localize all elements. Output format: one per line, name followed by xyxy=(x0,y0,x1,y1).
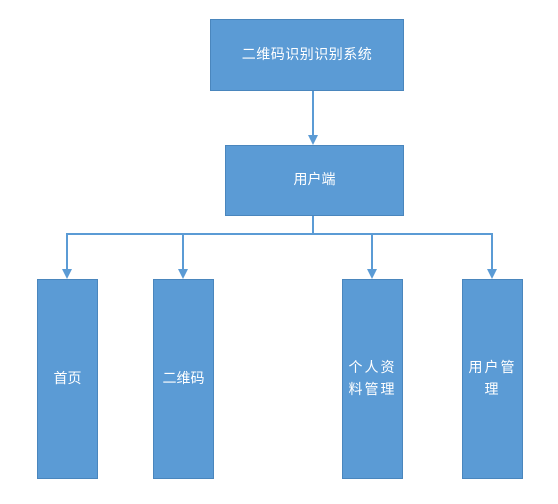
user-end-node: 用户端 xyxy=(225,145,404,216)
child-node-profile-management-label: 个人资料管理 xyxy=(348,359,397,398)
child-node-home-label: 首页 xyxy=(53,370,82,387)
child-node-profile-management: 个人资料管理 xyxy=(342,279,403,479)
user-end-label: 用户端 xyxy=(293,172,336,189)
child-node-user-management: 用户管理 xyxy=(462,279,523,479)
child-node-home: 首页 xyxy=(37,279,98,479)
child-node-qrcode: 二维码 xyxy=(153,279,214,479)
root-node-label: 二维码识别识别系统 xyxy=(241,46,373,63)
child-node-qrcode-label: 二维码 xyxy=(162,370,205,387)
root-node-system: 二维码识别识别系统 xyxy=(210,19,404,91)
child-node-user-management-label: 用户管理 xyxy=(468,359,517,398)
